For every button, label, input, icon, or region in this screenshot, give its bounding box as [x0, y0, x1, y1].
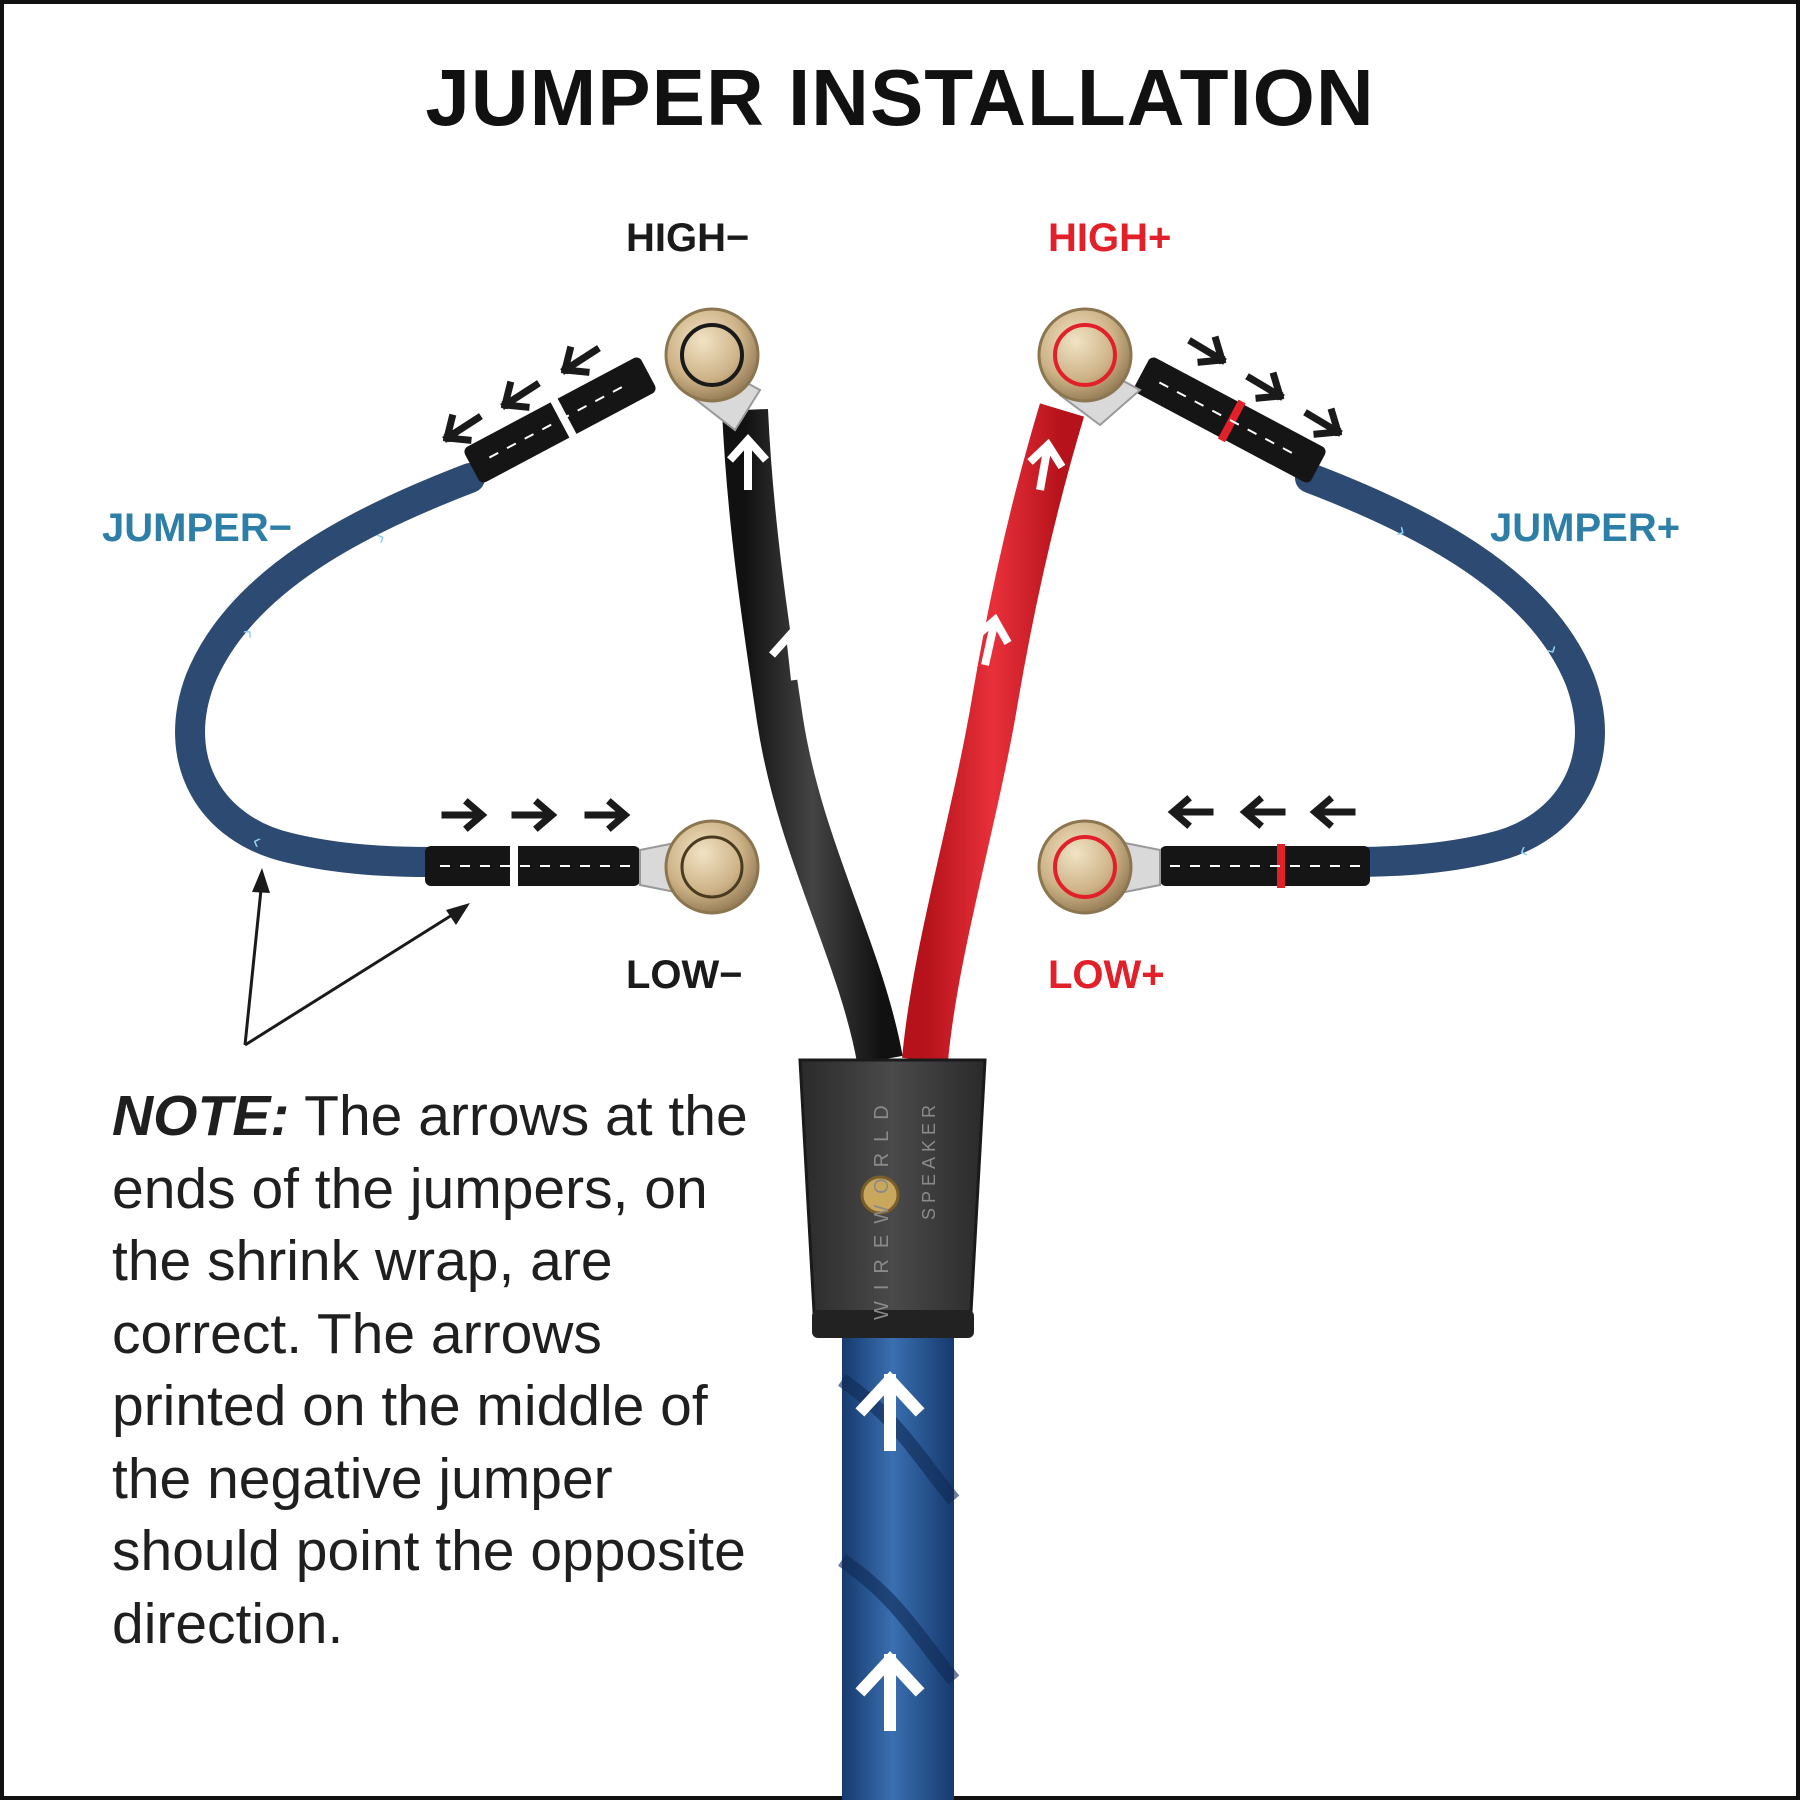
page-title: JUMPER INSTALLATION — [425, 53, 1375, 142]
positive-lead-cable — [902, 403, 1085, 1063]
wireworld-logo-icon — [860, 1175, 900, 1215]
wireworld-splitter: WIREWORLD SPEAKER — [798, 1058, 987, 1338]
red-lead-arrow-icon — [1027, 438, 1066, 491]
label-jumper-pos: JUMPER+ — [1490, 506, 1681, 550]
arrow-icon — [1239, 795, 1286, 829]
arrow-icon — [1167, 795, 1214, 829]
jumper-direction-arrows — [441, 335, 1356, 832]
arrow-icon — [1303, 407, 1343, 438]
arrow-icon — [511, 798, 558, 832]
jumper-positive: › › › — [1134, 357, 1605, 888]
splitter-product-text: SPEAKER — [919, 1100, 939, 1220]
installation-note: NOTE: The arrows at the ends of the jump… — [112, 1080, 752, 1660]
jumper-negative: › › › — [175, 357, 656, 888]
note-pointer-arrows — [243, 868, 470, 1047]
terminal-low-pos — [1037, 819, 1161, 915]
label-low-neg: LOW− — [626, 953, 743, 997]
splitter-brand-text: WIREWORLD — [871, 1094, 893, 1320]
arrow-icon — [560, 345, 601, 376]
note-prefix: NOTE: — [112, 1084, 290, 1148]
black-lead-arrow-icon — [727, 434, 769, 490]
red-lead-arrow-icon — [972, 613, 1012, 666]
negative-lead-cable — [722, 408, 903, 1065]
arrow-icon — [442, 413, 483, 444]
arrow-icon — [1187, 335, 1227, 366]
label-high-neg: HIGH− — [626, 216, 750, 260]
main-cable-arrow-icon — [855, 1651, 925, 1731]
black-lead-arrow-icon — [769, 629, 811, 681]
label-jumper-neg: JUMPER− — [102, 506, 293, 550]
main-speaker-cable — [838, 1320, 960, 1800]
terminal-low-neg — [639, 819, 760, 915]
arrow-icon — [500, 380, 541, 411]
arrow-icon — [441, 798, 488, 832]
arrow-icon — [584, 798, 631, 832]
main-cable-arrow-icon — [855, 1371, 925, 1451]
arrow-icon — [1245, 371, 1285, 402]
terminal-high-neg — [664, 307, 762, 432]
arrow-icon — [1309, 795, 1356, 829]
label-high-pos: HIGH+ — [1048, 216, 1172, 260]
label-low-pos: LOW+ — [1048, 953, 1165, 997]
terminal-high-pos — [1037, 307, 1142, 427]
note-text: The arrows at the ends of the jumpers, o… — [112, 1084, 748, 1656]
